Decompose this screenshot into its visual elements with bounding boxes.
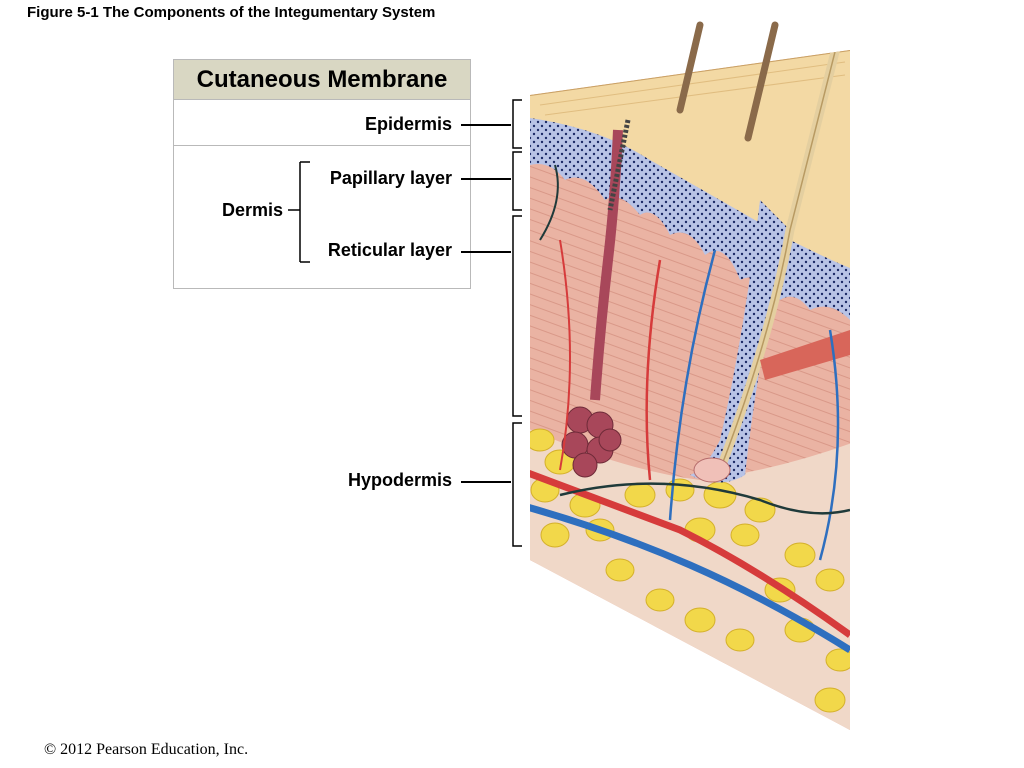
vein <box>530 501 850 653</box>
table-divider <box>174 145 470 146</box>
nerve <box>559 482 850 515</box>
table-heading: Cutaneous Membrane <box>174 60 470 100</box>
papillary-layer-label: Papillary layer <box>329 168 452 188</box>
sweat-gland-duct <box>590 129 623 401</box>
dermis-label: Dermis <box>221 200 283 220</box>
figure-title: Figure 5-1 The Components of the Integum… <box>27 4 436 21</box>
epidermis-label: Epidermis <box>364 114 452 134</box>
reticular-layer-label: Reticular layer <box>327 240 452 260</box>
reticular-leader <box>461 251 511 253</box>
epidermis-bracket <box>512 99 522 149</box>
arrector-pili-muscle <box>760 330 850 380</box>
papillary-bracket <box>512 151 522 211</box>
epidermis-leader <box>461 124 511 126</box>
hypodermis-bracket <box>512 422 522 547</box>
sweat-gland-coil <box>561 406 622 478</box>
surface-hair-2 <box>744 21 779 142</box>
hypodermis-leader <box>461 481 511 483</box>
cutaneous-membrane-table: Cutaneous Membrane <box>173 59 471 289</box>
reticular-bracket <box>512 215 522 417</box>
hair-follicle <box>690 200 790 483</box>
hypodermis-label: Hypodermis <box>347 470 452 490</box>
copyright: © 2012 Pearson Education, Inc. <box>44 741 249 758</box>
papillary-leader <box>461 178 511 180</box>
surface-hair-1 <box>676 21 704 114</box>
sweat-pore <box>607 119 631 211</box>
artery <box>530 466 850 638</box>
